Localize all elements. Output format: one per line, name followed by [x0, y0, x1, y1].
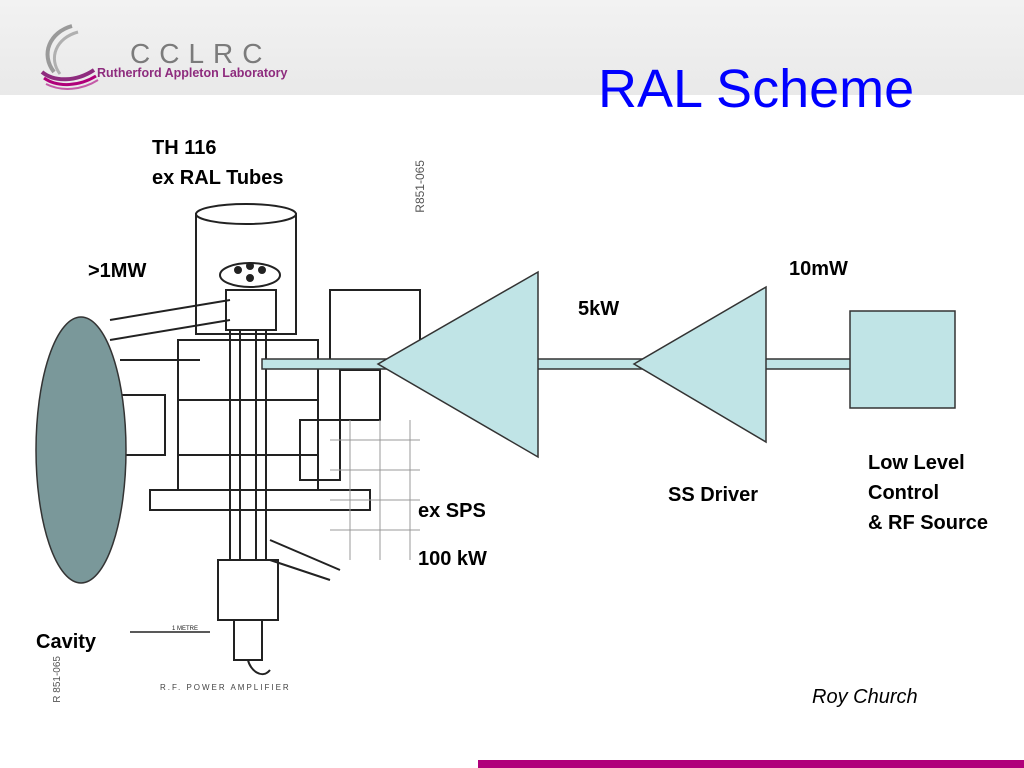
header-band	[0, 0, 1024, 95]
llc-label-line3: & RF Source	[868, 512, 989, 534]
tube-label-line2: ex RAL Tubes	[152, 167, 284, 189]
sps-power-label: 100 kW	[418, 548, 487, 570]
ss-driver-label: SS Driver	[668, 484, 759, 506]
scheme-diagram: 1 METRE R.F. POWER AMPLIFIER R851-065 R …	[35, 160, 956, 703]
amplifier-line-drawing	[109, 203, 421, 676]
cclrc-logo: CCLRC	[32, 14, 292, 94]
author-signature: Roy Church	[812, 686, 918, 708]
accent-bar	[478, 760, 1024, 768]
scale-label: 1 METRE	[172, 626, 198, 632]
drawing-caption: R.F. POWER AMPLIFIER	[160, 683, 291, 692]
drawing-ref-bottom: R 851-065	[52, 656, 63, 703]
rf-source-box	[849, 310, 956, 409]
cavity-label: Cavity	[36, 631, 97, 653]
cavity-ellipse	[35, 316, 127, 584]
llc-label-line1: Low Level	[868, 452, 965, 474]
llc-label-line2: Control	[868, 482, 940, 504]
power-1mw-label: >1MW	[88, 260, 147, 282]
power-5kw-label: 5kW	[578, 298, 620, 320]
logo-name: CCLRC	[130, 38, 272, 69]
logo-subtitle: Rutherford Appleton Laboratory	[97, 66, 288, 80]
sps-amplifier-triangle	[376, 270, 539, 459]
swirl-icon	[40, 24, 99, 90]
page-title: RAL Scheme	[598, 59, 915, 119]
tube-label-line1: TH 116	[152, 137, 217, 159]
ss-driver-triangle	[632, 285, 767, 444]
drawing-ref-top: R851-065	[413, 160, 427, 213]
power-10mw-label: 10mW	[789, 258, 848, 280]
sps-label: ex SPS	[418, 500, 486, 522]
